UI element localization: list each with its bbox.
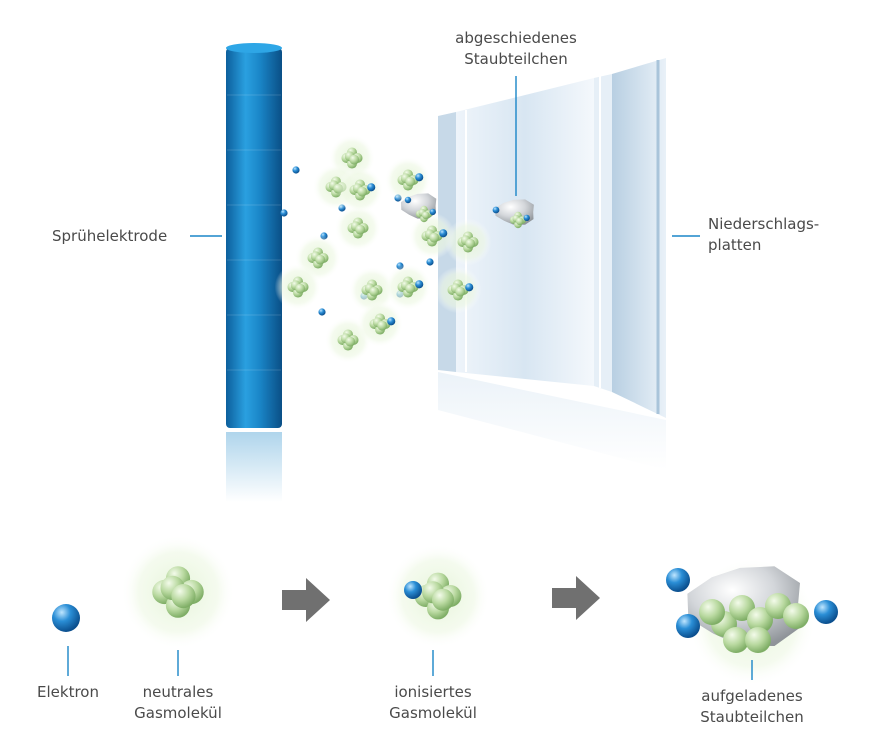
ionized-gas-molecule <box>415 205 436 223</box>
electron <box>415 280 424 289</box>
ionized-gas-molecule <box>356 300 404 348</box>
ionized-gas-label: ionisiertes Gasmolekül <box>389 683 477 722</box>
electron <box>404 196 412 204</box>
electron <box>292 166 300 174</box>
ionized-gas-molecule-symbol <box>386 544 490 648</box>
electron <box>429 208 436 216</box>
ionized-gas-molecule <box>336 166 384 214</box>
gas-molecule <box>334 204 382 252</box>
spray-electrode <box>226 43 282 502</box>
gas-atom <box>723 627 749 653</box>
electron <box>52 604 80 632</box>
deposited-dust-label: abgeschiedenes Staubteilchen <box>455 29 577 68</box>
leader-lines <box>67 76 753 680</box>
gas-molecule <box>120 534 236 650</box>
charged-dust-label: aufgeladenes Staubteilchen <box>700 687 804 726</box>
spray-electrode-label: Sprühelektrode <box>52 227 168 245</box>
electron-symbol <box>52 604 80 632</box>
ionized-gas-molecule <box>408 212 456 260</box>
ionized-gas-molecule <box>434 266 482 314</box>
electron <box>523 214 530 222</box>
gas-atom <box>699 599 725 625</box>
electron <box>426 258 434 266</box>
electron <box>280 209 288 217</box>
ionized-gas-molecule <box>386 544 490 648</box>
ionized-gas-molecule <box>384 263 432 311</box>
gas-molecule <box>274 263 322 311</box>
electron <box>492 206 500 214</box>
electron <box>415 173 424 182</box>
deposited-dust-particle <box>492 199 534 229</box>
ionized-gas-molecule <box>384 156 432 204</box>
charged-dust-particle-symbol <box>666 558 838 686</box>
arrow-right-icon <box>552 576 600 620</box>
neutral-gas-label: neutrales Gasmolekül <box>134 683 222 722</box>
electron <box>318 308 326 316</box>
gas-atom <box>747 607 773 633</box>
arrow-right-icon <box>282 578 330 622</box>
collecting-plates-label: Niederschlags- platten <box>708 215 820 254</box>
electron <box>676 614 700 638</box>
charged-dust-particle <box>401 193 437 223</box>
electron <box>465 283 474 292</box>
electron-label: Elektron <box>37 683 99 701</box>
electron <box>404 581 422 599</box>
gas-molecule <box>444 218 492 266</box>
gas-atom <box>783 603 809 629</box>
electron <box>439 229 448 238</box>
electron <box>367 183 376 192</box>
gas-atom <box>745 627 771 653</box>
neutral-gas-molecule-symbol <box>120 534 236 650</box>
particle-field <box>274 134 492 364</box>
electron <box>814 600 838 624</box>
ionized-gas-molecule <box>509 211 530 229</box>
electron <box>387 317 396 326</box>
electron <box>666 568 690 592</box>
